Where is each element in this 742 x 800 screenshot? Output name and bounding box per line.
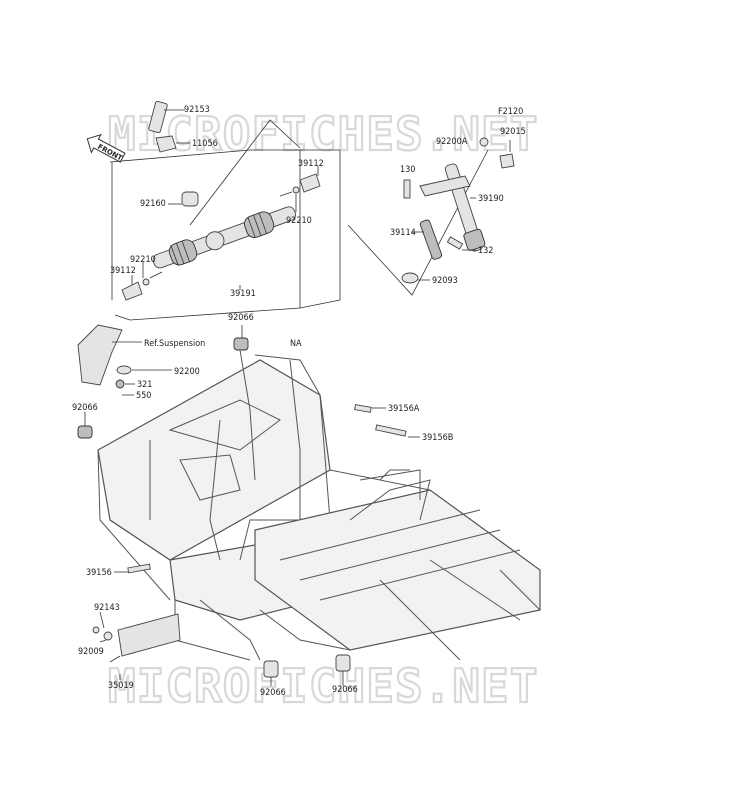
label-39156: 39156 — [86, 568, 112, 578]
watermark-top: MICROFICHES.NET — [108, 107, 538, 161]
label-39191: 39191 — [230, 289, 256, 299]
label-39112-top: 39112 — [298, 159, 324, 169]
label-92066-bottom-right: 92066 — [332, 685, 358, 695]
label-39114: 39114 — [390, 228, 416, 238]
bumper-icon — [263, 660, 279, 678]
label-39156b: 39156B — [422, 433, 453, 443]
label-550: 550 — [136, 391, 151, 401]
label-132: 132 — [478, 246, 493, 256]
steering-rack-group — [109, 100, 341, 321]
label-92200a: 92200A — [436, 137, 468, 147]
bumper-icon — [335, 654, 351, 672]
steering-column-group — [347, 137, 515, 296]
watermark-bottom: MICROFICHES.NET — [108, 659, 538, 713]
label-35019: 35019 — [108, 681, 134, 691]
label-39190: 39190 — [478, 194, 504, 204]
label-na: NA — [290, 339, 302, 349]
label-92210-left: 92210 — [130, 255, 156, 265]
label-11056: 11056 — [192, 139, 218, 149]
bumper-icon — [77, 425, 93, 439]
label-f2120: F2120 — [498, 107, 523, 117]
label-92160: 92160 — [140, 199, 166, 209]
label-92009: 92009 — [78, 647, 104, 657]
bumper-icon — [233, 337, 249, 351]
label-130: 130 — [400, 165, 415, 175]
label-39112-left: 39112 — [110, 266, 136, 276]
label-ref-suspension: Ref.Suspension — [144, 339, 205, 349]
panel-35019 — [117, 613, 181, 657]
label-92200: 92200 — [174, 367, 200, 377]
knuckle-group — [77, 324, 172, 396]
label-92093: 92093 — [432, 276, 458, 286]
label-92066-bottom-left: 92066 — [260, 688, 286, 698]
label-321: 321 — [137, 380, 152, 390]
label-92210-top: 92210 — [286, 216, 312, 226]
label-92066-left: 92066 — [72, 403, 98, 413]
label-92153: 92153 — [184, 105, 210, 115]
label-92066-top: 92066 — [228, 313, 254, 323]
label-39156a: 39156A — [388, 404, 420, 414]
main-frame — [97, 349, 541, 661]
label-92143: 92143 — [94, 603, 120, 613]
label-92015: 92015 — [500, 127, 526, 137]
